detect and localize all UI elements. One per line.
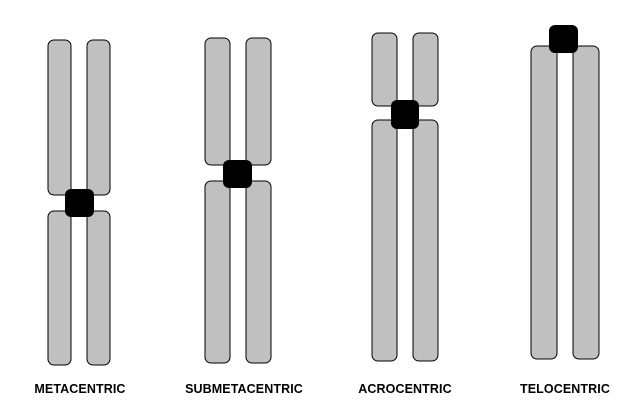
submetacentric-lower-left-arm xyxy=(204,180,231,364)
telocentric-chromosome xyxy=(530,25,600,360)
submetacentric-upper-right-arm xyxy=(245,37,272,166)
submetacentric-label: SUBMETACENTRIC xyxy=(185,382,303,396)
acrocentric-lower-left-arm xyxy=(371,119,398,362)
metacentric-chromosome xyxy=(47,39,111,366)
submetacentric-centromere xyxy=(223,160,252,188)
metacentric-upper-right-arm xyxy=(86,39,111,196)
telocentric-centromere xyxy=(549,25,578,53)
submetacentric-upper-left-arm xyxy=(204,37,231,166)
acrocentric-lower-right-arm xyxy=(412,119,439,362)
metacentric-label: METACENTRIC xyxy=(34,382,126,396)
submetacentric-chromosome xyxy=(204,37,272,364)
submetacentric-lower-right-arm xyxy=(245,180,272,364)
metacentric-lower-left-arm xyxy=(47,210,72,366)
acrocentric-label: ACROCENTRIC xyxy=(358,382,452,396)
metacentric-lower-right-arm xyxy=(86,210,111,366)
acrocentric-upper-left-arm xyxy=(371,32,398,107)
telocentric-right-arm xyxy=(572,45,600,360)
telocentric-label: TELOCENTRIC xyxy=(520,382,610,396)
telocentric-left-arm xyxy=(530,45,558,360)
acrocentric-chromosome xyxy=(371,32,439,362)
metacentric-upper-left-arm xyxy=(47,39,72,196)
acrocentric-centromere xyxy=(391,100,419,129)
acrocentric-upper-right-arm xyxy=(412,32,439,107)
metacentric-centromere xyxy=(65,189,94,217)
